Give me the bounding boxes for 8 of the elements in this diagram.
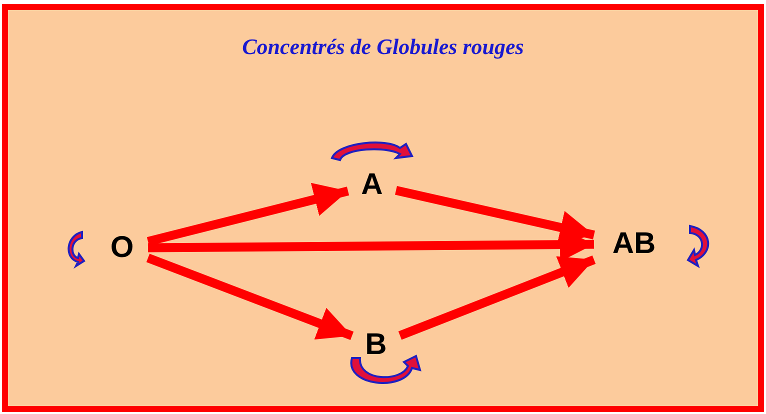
arrow — [146, 254, 354, 340]
blood-group-label: AB — [612, 229, 656, 259]
blood-group-label: O — [110, 233, 134, 263]
title: Concentrés de Globules rouges — [242, 33, 524, 61]
arrow — [146, 182, 350, 246]
blood-group-label: A — [361, 170, 383, 200]
blood-group-label: B — [365, 330, 387, 360]
arrow — [398, 255, 596, 340]
